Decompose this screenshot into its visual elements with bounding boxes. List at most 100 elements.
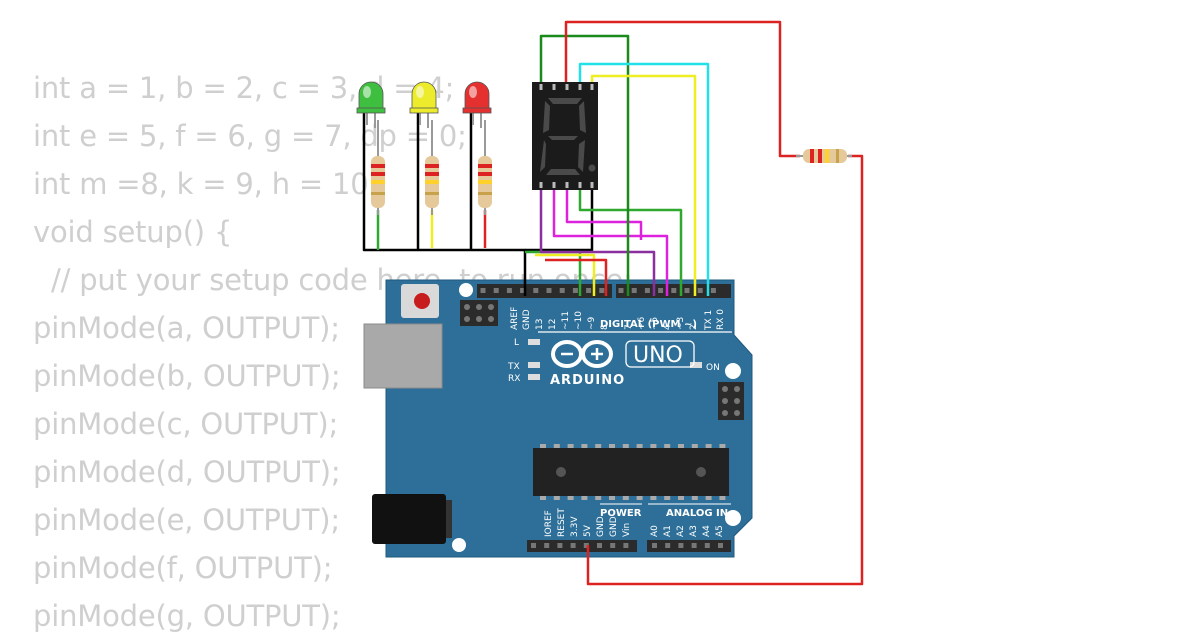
chip-leg xyxy=(719,496,726,500)
display-pin[interactable] xyxy=(565,182,569,188)
header-pin[interactable] xyxy=(597,543,602,548)
power-pin-label: Vin xyxy=(622,523,632,537)
header-pin[interactable] xyxy=(671,288,677,293)
header-pin[interactable] xyxy=(644,288,650,293)
header-pin[interactable] xyxy=(520,288,526,293)
header-pin[interactable] xyxy=(493,288,499,293)
display-pin[interactable] xyxy=(539,182,543,188)
header-pin[interactable] xyxy=(665,543,671,548)
top-pin-label: 7 xyxy=(624,324,634,330)
top-pin-label: ~5 xyxy=(650,317,660,330)
header-pin[interactable] xyxy=(658,288,664,293)
analog-pin-label: A5 xyxy=(715,525,725,537)
led-resistor[interactable] xyxy=(478,120,492,215)
display-pin[interactable] xyxy=(552,182,556,188)
top-pin-label: ~10 xyxy=(574,311,584,330)
chip-leg xyxy=(691,444,698,448)
header-pin[interactable] xyxy=(559,288,565,293)
chip-leg xyxy=(595,444,602,448)
header-pin[interactable] xyxy=(704,543,710,548)
header-pin[interactable] xyxy=(710,288,716,293)
chip-leg xyxy=(650,444,657,448)
header-pin[interactable] xyxy=(610,543,616,548)
code-line: int m =8, k = 9, h = 10; xyxy=(33,167,379,201)
header-pin[interactable] xyxy=(631,288,637,293)
led-l-label: L xyxy=(514,338,519,348)
mounting-hole xyxy=(452,538,466,552)
yellow-led[interactable] xyxy=(409,81,439,128)
display-pin[interactable] xyxy=(539,84,543,90)
display-pin[interactable] xyxy=(590,182,594,188)
header-pin[interactable] xyxy=(618,288,624,293)
display-pin[interactable] xyxy=(578,182,582,188)
chip-leg xyxy=(540,444,546,448)
red-led[interactable] xyxy=(462,81,492,128)
power-pin-label: RESET xyxy=(557,508,567,537)
mounting-hole xyxy=(725,363,741,379)
led-tx-indicator xyxy=(528,362,540,368)
header-pin[interactable] xyxy=(652,543,657,548)
power-pin-label: 3.3V xyxy=(570,516,580,537)
led-on-indicator xyxy=(690,362,702,368)
analog-pin-label: A3 xyxy=(689,525,699,537)
header-pin[interactable] xyxy=(557,543,563,548)
header-pin[interactable] xyxy=(546,288,552,293)
chip-leg xyxy=(567,496,574,500)
chip-leg xyxy=(678,496,684,500)
display-resistor[interactable] xyxy=(796,149,852,163)
analog-pin-label: A0 xyxy=(650,525,660,537)
header-pin[interactable] xyxy=(599,288,605,293)
chip-leg xyxy=(581,444,588,448)
header-pin[interactable] xyxy=(506,288,512,293)
code-line: void setup() { xyxy=(33,215,233,249)
header-pin[interactable] xyxy=(623,543,629,548)
reset-button[interactable] xyxy=(401,284,439,318)
header-pin[interactable] xyxy=(697,288,703,293)
header-pin[interactable] xyxy=(480,288,486,293)
chip-leg xyxy=(650,496,657,500)
display-pin[interactable] xyxy=(590,84,594,90)
led-l-indicator xyxy=(528,339,540,345)
power-pin-label: GND xyxy=(609,516,619,537)
header-pin[interactable] xyxy=(718,543,723,548)
led-resistor[interactable] xyxy=(425,120,439,215)
power-jack xyxy=(372,494,452,544)
arduino-brand: ARDUINO xyxy=(550,373,625,388)
chip-leg xyxy=(691,496,698,500)
atmega-chip xyxy=(533,444,729,500)
header-pin[interactable] xyxy=(570,543,576,548)
led-rx-indicator xyxy=(528,374,540,380)
chip-leg xyxy=(609,496,615,500)
top-pin-label: 12 xyxy=(548,319,558,330)
display-pin[interactable] xyxy=(552,84,556,90)
power-pin-label: 5V xyxy=(583,524,593,537)
icsp-header xyxy=(460,300,498,326)
top-pin-label: TX 1 xyxy=(704,310,714,331)
header-pin[interactable] xyxy=(533,288,539,293)
chip-leg xyxy=(622,444,629,448)
green-led[interactable] xyxy=(356,81,386,128)
chip-leg xyxy=(705,444,712,448)
chip-leg xyxy=(705,496,712,500)
header-pin[interactable] xyxy=(583,543,589,548)
header-pin[interactable] xyxy=(678,543,684,548)
code-line: pinMode(d, OUTPUT); xyxy=(33,455,341,489)
display-pin[interactable] xyxy=(578,84,582,90)
header-pin[interactable] xyxy=(544,543,550,548)
chip-leg xyxy=(664,444,671,448)
chip-leg xyxy=(553,496,560,500)
header-pin[interactable] xyxy=(572,288,578,293)
analog-pin-label: A1 xyxy=(663,525,673,537)
led-resistor[interactable] xyxy=(371,120,385,215)
display-pin[interactable] xyxy=(565,84,569,90)
header-pin[interactable] xyxy=(531,543,536,548)
header-pin[interactable] xyxy=(691,543,697,548)
header-pin[interactable] xyxy=(586,288,592,293)
header-pin[interactable] xyxy=(684,288,690,293)
code-line: pinMode(g, OUTPUT); xyxy=(33,599,341,633)
uno-text: UNO xyxy=(633,343,683,368)
power-pin-label: GND xyxy=(596,516,606,537)
seven-segment-display[interactable] xyxy=(532,82,598,190)
